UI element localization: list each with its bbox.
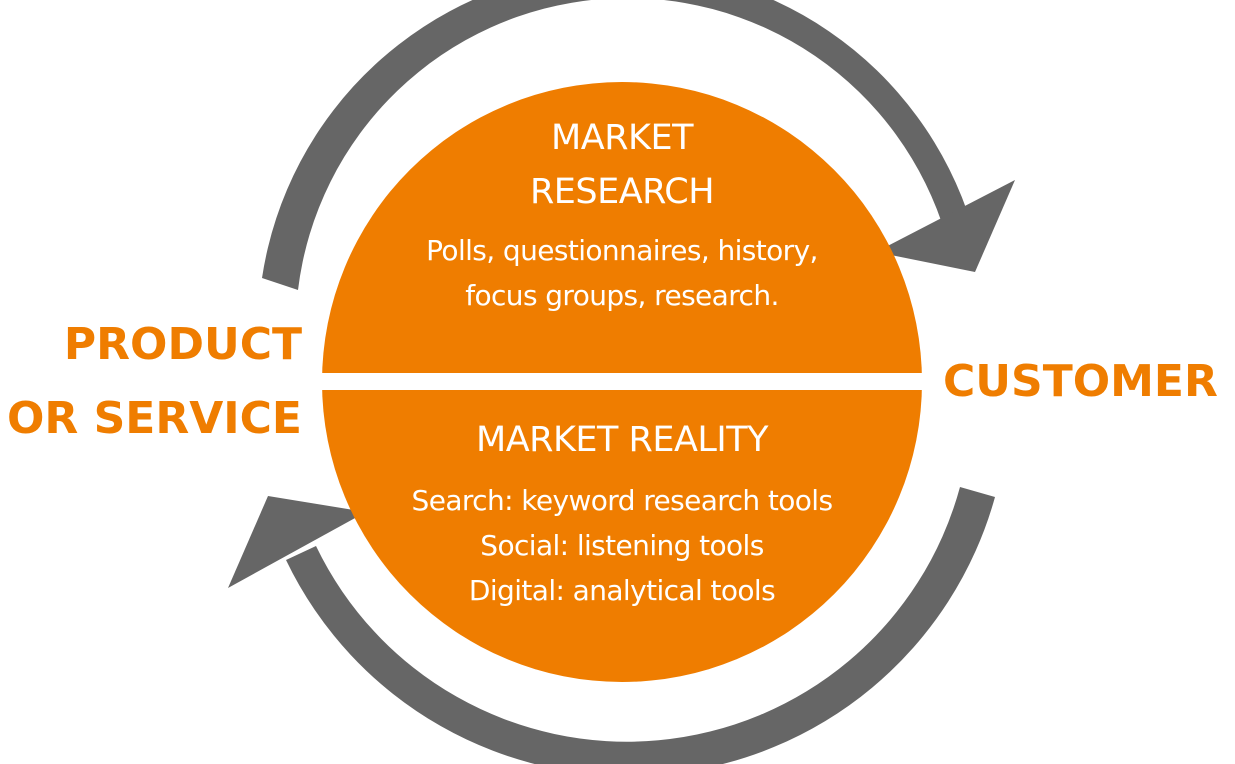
divider xyxy=(310,373,935,390)
top-curved-arrow-icon xyxy=(262,0,1015,290)
customer-label: CUSTOMER xyxy=(943,356,1218,407)
market-reality-item: Search: keyword research tools xyxy=(411,484,834,517)
market-reality-item: Digital: analytical tools xyxy=(468,574,776,607)
product-line: PRODUCT xyxy=(63,319,302,370)
market-research-body-line2: focus groups, research. xyxy=(465,279,779,312)
product-or-service-label: PRODUCT OR SERVICE xyxy=(0,308,302,456)
market-research-section: MARKET RESEARCH Polls, questionnaires, h… xyxy=(322,114,922,318)
bottom-curved-arrow-icon xyxy=(228,487,995,764)
market-research-title-line2: RESEARCH xyxy=(529,172,715,212)
or-service-line: OR SERVICE xyxy=(6,393,302,444)
market-reality-item: Social: listening tools xyxy=(480,529,764,562)
market-research-title-line1: MARKET xyxy=(551,118,693,158)
market-reality-section: MARKET REALITY Search: keyword research … xyxy=(322,416,922,613)
market-reality-title: MARKET REALITY xyxy=(476,420,769,460)
market-research-body-line1: Polls, questionnaires, history, xyxy=(426,234,818,267)
